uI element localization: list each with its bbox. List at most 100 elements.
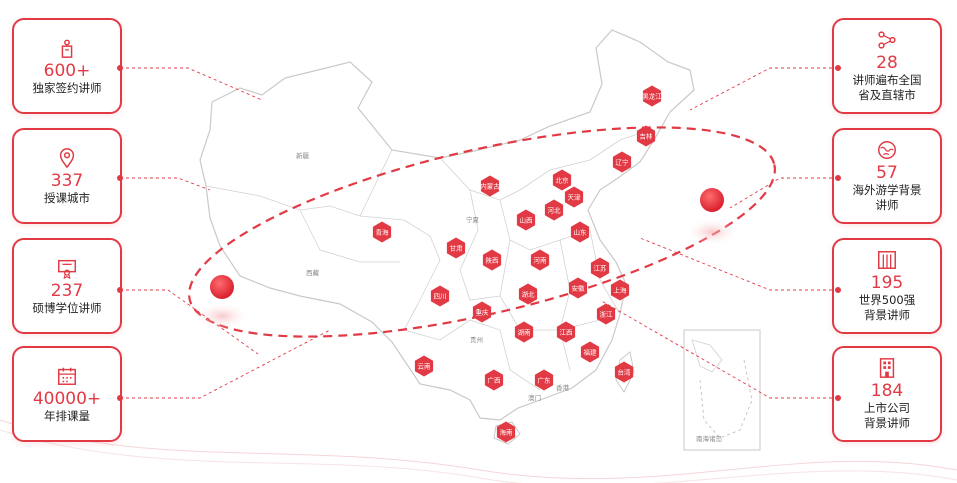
province-label: 福建 <box>584 347 598 356</box>
province-hexagon <box>414 355 434 377</box>
province-label: 江西 <box>560 328 574 336</box>
province-marker: 湖北 <box>518 283 538 305</box>
stat-number: 184 <box>870 381 904 401</box>
province-borders <box>205 129 651 391</box>
stat-card-listed-companies: 184 上市公司 背景讲师 <box>832 346 942 442</box>
province-marker: 甘肃 <box>446 237 466 259</box>
province-marker: 山东 <box>570 221 590 243</box>
province-marker: 湖南 <box>514 321 534 343</box>
orbit-ball-right <box>700 188 724 212</box>
province-label: 吉林 <box>640 131 654 140</box>
network-icon <box>878 31 896 49</box>
province-marker: 河南 <box>530 249 550 271</box>
province-marker: 陕西 <box>482 249 502 271</box>
province-label: 四川 <box>434 292 447 300</box>
province-hexagon <box>472 301 492 323</box>
province-label: 广东 <box>538 375 552 384</box>
podium-icon <box>61 39 73 58</box>
province-label: 湖北 <box>522 289 536 298</box>
province-marker: 台湾 <box>614 361 634 383</box>
province-label: 广西 <box>488 375 502 384</box>
stat-label: 独家签约讲师 <box>32 80 102 95</box>
stat-number: 195 <box>870 273 904 293</box>
stat-number: 600+ <box>43 60 91 81</box>
province-hexagon <box>570 221 590 243</box>
connector-dot <box>835 65 841 71</box>
province-label: 青海 <box>376 227 390 236</box>
province-marker: 广西 <box>484 369 504 391</box>
stat-label: 年排课量 <box>44 408 90 423</box>
orbit-glow <box>684 218 740 246</box>
stat-number: 28 <box>876 53 898 73</box>
province-hexagon <box>430 285 450 307</box>
certificate-icon <box>58 259 76 279</box>
connector-dot <box>117 395 123 401</box>
stat-number: 57 <box>876 163 898 183</box>
stat-label: 世界500强 <box>858 293 916 307</box>
province-label: 甘肃 <box>450 243 464 252</box>
province-hexagon <box>484 369 504 391</box>
province-hexagon <box>372 221 392 243</box>
province-marker: 广东 <box>534 369 554 391</box>
province-label: 海南 <box>500 427 514 436</box>
china-outline <box>199 29 695 421</box>
stat-label: 授课城市 <box>44 190 90 205</box>
stat-card-contract-lecturers: 600+ 独家签约讲师 <box>12 18 122 114</box>
province-label: 内蒙古 <box>480 181 500 190</box>
province-label: 西藏 <box>306 268 320 277</box>
province-marker: 黑龙江 <box>642 85 662 107</box>
province-marker: 江西 <box>556 321 576 343</box>
stat-number: 337 <box>50 170 84 191</box>
province-hexagon <box>514 321 534 343</box>
province-marker: 四川 <box>430 285 450 307</box>
province-marker: 辽宁 <box>612 151 632 173</box>
stat-card-fortune500: 195 世界500强 背景讲师 <box>832 238 942 334</box>
calendar-icon <box>58 367 76 385</box>
province-marker: 北京 <box>552 169 572 191</box>
wave-line <box>0 419 957 480</box>
province-label: 黑龙江 <box>642 91 662 100</box>
province-label: 湖南 <box>518 327 532 336</box>
globe-icon <box>878 141 896 159</box>
province-label: 北京 <box>556 175 570 184</box>
province-markers: 黑龙江吉林辽宁内蒙古北京天津河北山西山东青海甘肃陕西河南江苏上海安徽四川重庆湖北… <box>372 85 662 443</box>
province-label: 天津 <box>568 193 582 201</box>
province-label: 重庆 <box>476 307 490 316</box>
south-sea-inset <box>683 329 761 451</box>
wave-line <box>0 429 957 483</box>
province-hexagon <box>636 125 656 147</box>
stat-number: 237 <box>50 280 84 301</box>
orbit-ring <box>188 126 776 338</box>
connector-dot <box>835 395 841 401</box>
orbit-glow <box>194 302 250 330</box>
province-label: 山西 <box>520 215 534 224</box>
stat-label: 省及直辖市 <box>858 88 916 102</box>
province-label: 上海 <box>614 285 628 294</box>
stat-label: 上市公司 <box>864 401 910 415</box>
province-hexagon <box>590 257 610 279</box>
connector-dot <box>117 65 123 71</box>
province-marker: 福建 <box>580 341 600 363</box>
province-hexagon <box>612 151 632 173</box>
province-hexagon <box>556 321 576 343</box>
stat-card-overseas: 57 海外游学背景 讲师 <box>832 128 942 224</box>
building-icon <box>878 251 896 269</box>
connector-dot <box>117 175 123 181</box>
stat-number: 40000+ <box>32 388 102 409</box>
stat-card-annual-courses: 40000+ 年排课量 <box>12 346 122 442</box>
province-hexagon <box>496 421 516 443</box>
province-label: 云南 <box>418 361 432 370</box>
province-hexagon <box>580 341 600 363</box>
orbit-ball-left <box>210 275 234 299</box>
stat-label: 硕博学位讲师 <box>32 300 102 315</box>
province-marker: 安徽 <box>568 277 588 299</box>
stat-label: 讲师 <box>875 198 899 212</box>
province-marker: 内蒙古 <box>480 175 500 197</box>
province-marker: 上海 <box>610 279 630 301</box>
province-hexagon <box>614 361 634 383</box>
province-label: 山东 <box>574 227 588 236</box>
province-hexagon <box>552 169 572 191</box>
province-marker: 河北 <box>544 199 564 221</box>
province-label: 河北 <box>548 206 562 214</box>
province-marker: 海南 <box>496 421 516 443</box>
